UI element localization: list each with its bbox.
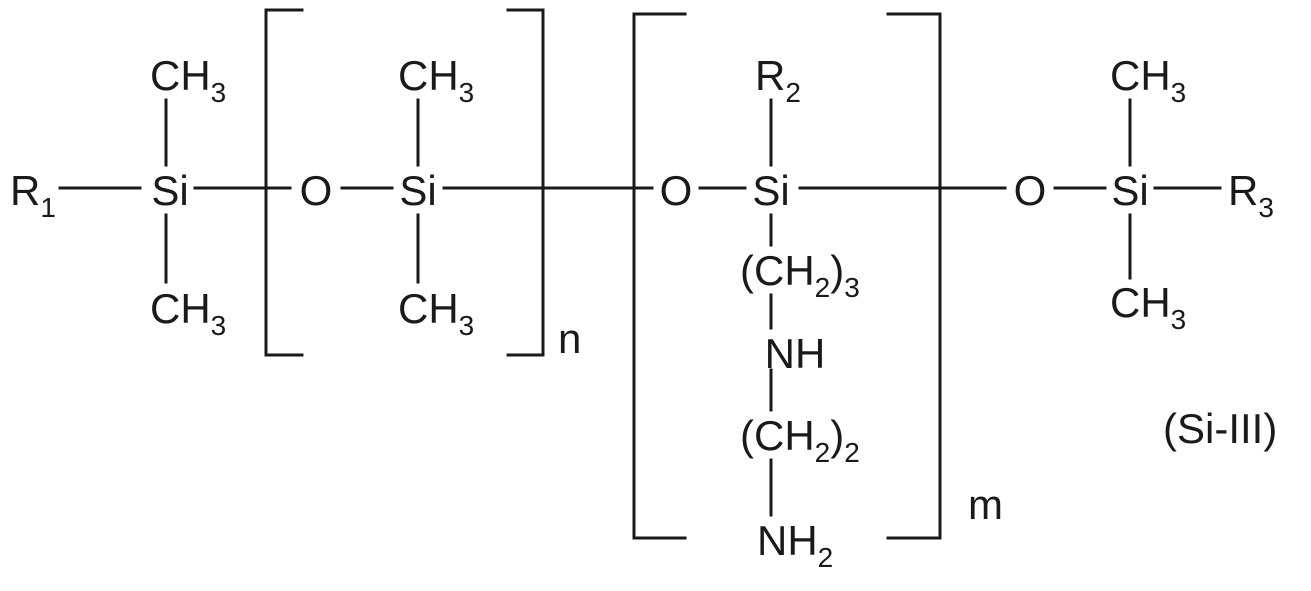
repeat-n-label: n <box>558 318 581 360</box>
ch3-top-1: CH3 <box>150 55 226 97</box>
bracket-m-right <box>888 14 940 538</box>
ch3-main: CH <box>1110 52 1171 99</box>
chain-close: ) <box>830 247 844 294</box>
bracket-m-left <box>634 14 685 538</box>
bracket-n-left <box>266 10 302 355</box>
ch3-sub: 3 <box>1171 304 1187 335</box>
ch3-main: CH <box>398 285 459 332</box>
nh2-sub: 2 <box>818 542 834 573</box>
ch3-sub: 3 <box>459 310 475 341</box>
r3-sub: 3 <box>1258 192 1274 223</box>
repeat-m-label: m <box>968 484 1003 526</box>
chain-open: (CH <box>740 412 815 459</box>
nh2-label: NH2 <box>757 520 833 562</box>
si-1-label: Si <box>151 170 188 212</box>
r2-main: R <box>755 52 785 99</box>
chain-open: (CH <box>740 247 815 294</box>
bracket-n-right <box>508 10 543 355</box>
ch3-sub: 3 <box>211 310 227 341</box>
oxygen-1-label: O <box>300 170 333 212</box>
ch3-bottom-1: CH3 <box>150 288 226 330</box>
ch3-bottom-2: CH3 <box>398 288 474 330</box>
nh-label: NH <box>765 333 826 375</box>
ch3-top-4: CH3 <box>1110 55 1186 97</box>
ch3-main: CH <box>398 52 459 99</box>
oxygen-2-label: O <box>660 170 693 212</box>
formula-label: (Si-III) <box>1163 408 1277 450</box>
ch3-sub: 3 <box>211 77 227 108</box>
chain-count: 2 <box>844 437 860 468</box>
r1-main: R <box>10 167 40 214</box>
chain-sub: 2 <box>815 272 831 303</box>
r3-main: R <box>1228 167 1258 214</box>
ethyl-chain-label: (CH2)2 <box>740 415 860 457</box>
ch3-main: CH <box>150 52 211 99</box>
ch3-sub: 3 <box>459 77 475 108</box>
chain-sub: 2 <box>815 437 831 468</box>
oxygen-3-label: O <box>1014 170 1047 212</box>
r1-label: R1 <box>10 170 56 212</box>
r2-sub: 2 <box>785 77 801 108</box>
r2-label: R2 <box>755 55 801 97</box>
propyl-chain-label: (CH2)3 <box>740 250 860 292</box>
chain-count: 3 <box>844 272 860 303</box>
si-2-label: Si <box>399 170 436 212</box>
nh2-main: NH <box>757 517 818 564</box>
r1-sub: 1 <box>40 192 56 223</box>
si-4-label: Si <box>1111 170 1148 212</box>
ch3-main: CH <box>1110 279 1171 326</box>
si-3-label: Si <box>752 170 789 212</box>
r3-label: R3 <box>1228 170 1274 212</box>
ch3-sub: 3 <box>1171 77 1187 108</box>
chain-close: ) <box>830 412 844 459</box>
ch3-main: CH <box>150 285 211 332</box>
ch3-top-2: CH3 <box>398 55 474 97</box>
ch3-bottom-4: CH3 <box>1110 282 1186 324</box>
